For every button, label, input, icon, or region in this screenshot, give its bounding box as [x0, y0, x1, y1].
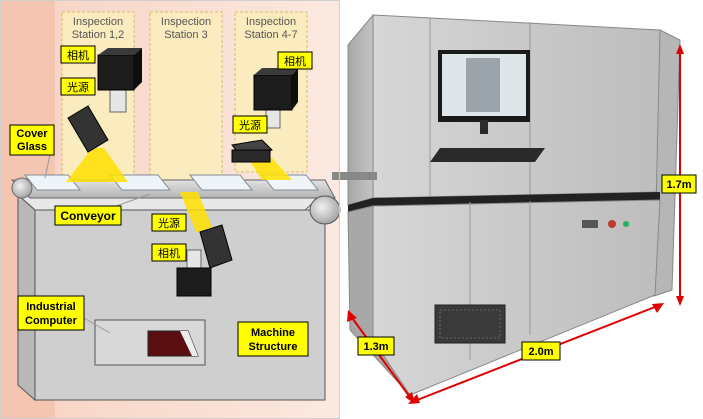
- conveyor-roller-left: [11, 177, 33, 199]
- depth-dimension-label-box: [357, 336, 395, 356]
- height-dimension-label-box: [661, 174, 697, 194]
- camera-station-2: [176, 249, 212, 297]
- depth-arrow-top: [347, 310, 357, 322]
- light-source-label-3-box: [232, 115, 268, 134]
- width-arrow-left: [408, 394, 420, 404]
- camera-label-1-box: [60, 45, 96, 64]
- machine-structure-label-line2: Structure: [249, 341, 298, 353]
- width-dimension-label-box: [521, 341, 561, 361]
- cover-glass-label-line1: Cover: [16, 128, 48, 140]
- conveyor-roller: [309, 195, 341, 225]
- depth-dimension-line: [349, 314, 413, 401]
- industrial-computer-label-line2: Computer: [25, 315, 78, 327]
- camera-label-1: 相机: [67, 48, 89, 62]
- conveyor-label: Conveyor: [60, 209, 116, 223]
- industrial-computer-label-line1: Industrial: [26, 301, 76, 313]
- camera-station-1: [97, 48, 142, 113]
- station-3-title-line2: Station 4-7: [244, 29, 297, 41]
- station-2-title-line2: Station 3: [164, 29, 207, 41]
- width-arrow-right: [652, 303, 664, 313]
- height-dimension-label: 1.7m: [666, 179, 691, 191]
- machine-photo-panel: 1.7m 1.3m 2.0m: [332, 0, 703, 419]
- camera-label-2: 相机: [158, 246, 180, 260]
- side-tray: [332, 172, 377, 180]
- cover-glass-label-line2: Glass: [17, 141, 47, 153]
- power-indicator: [623, 221, 629, 227]
- control-panel-plate: [582, 220, 598, 228]
- vent-grille: [434, 304, 506, 344]
- station-3-title-line1: Inspection: [246, 16, 296, 28]
- industrial-computer-label-box: [17, 295, 85, 331]
- light-source-label-1: 光源: [67, 80, 89, 94]
- light-beam-station-2: [180, 192, 214, 232]
- light-source-label-1-box: [60, 77, 96, 96]
- height-arrow-top: [676, 44, 684, 54]
- light-source-label-2-box: [151, 213, 187, 232]
- conveyor-label-box: [54, 205, 122, 226]
- monitor-stand: [480, 120, 488, 134]
- keyboard: [430, 148, 545, 162]
- monitor-inspection-image: [466, 58, 500, 112]
- station-2-title-line1: Inspection: [161, 16, 211, 28]
- light-source-label-3: 光源: [239, 118, 261, 132]
- cover-glass-piece: [23, 174, 82, 191]
- camera-label-2-box: [151, 243, 187, 262]
- light-source-station-2: [199, 224, 233, 269]
- machine-structure-label-line1: Machine: [251, 327, 295, 339]
- light-source-station-3: [231, 139, 273, 163]
- depth-dimension-label: 1.3m: [363, 341, 388, 353]
- light-beam-station-1: [66, 148, 128, 182]
- light-beam-station-3: [248, 158, 292, 180]
- machine-waist-band: [348, 192, 660, 212]
- camera-station-3: [253, 68, 298, 129]
- height-arrow-bottom: [676, 296, 684, 306]
- vent-grille-inner: [439, 309, 501, 339]
- station-1-title-line2: Station 1,2: [72, 29, 125, 41]
- callout-computer-pointer: [83, 317, 111, 334]
- emergency-stop-button: [608, 220, 616, 228]
- station-1-title-line1: Inspection: [73, 16, 123, 28]
- camera-label-3: 相机: [284, 54, 306, 68]
- light-source-label-2: 光源: [158, 216, 180, 230]
- cover-glass-label-box: [9, 124, 55, 156]
- camera-label-3-box: [277, 51, 313, 70]
- cover-glass-piece: [188, 174, 254, 191]
- width-dimension-label: 2.0m: [528, 346, 553, 358]
- industrial-computer-screen-glare: [180, 331, 198, 356]
- schematic-panel: Inspection Station 1,2 Inspection Statio…: [0, 0, 341, 419]
- machine-structure-label-box: [237, 321, 309, 357]
- light-source-station-1: [67, 103, 109, 153]
